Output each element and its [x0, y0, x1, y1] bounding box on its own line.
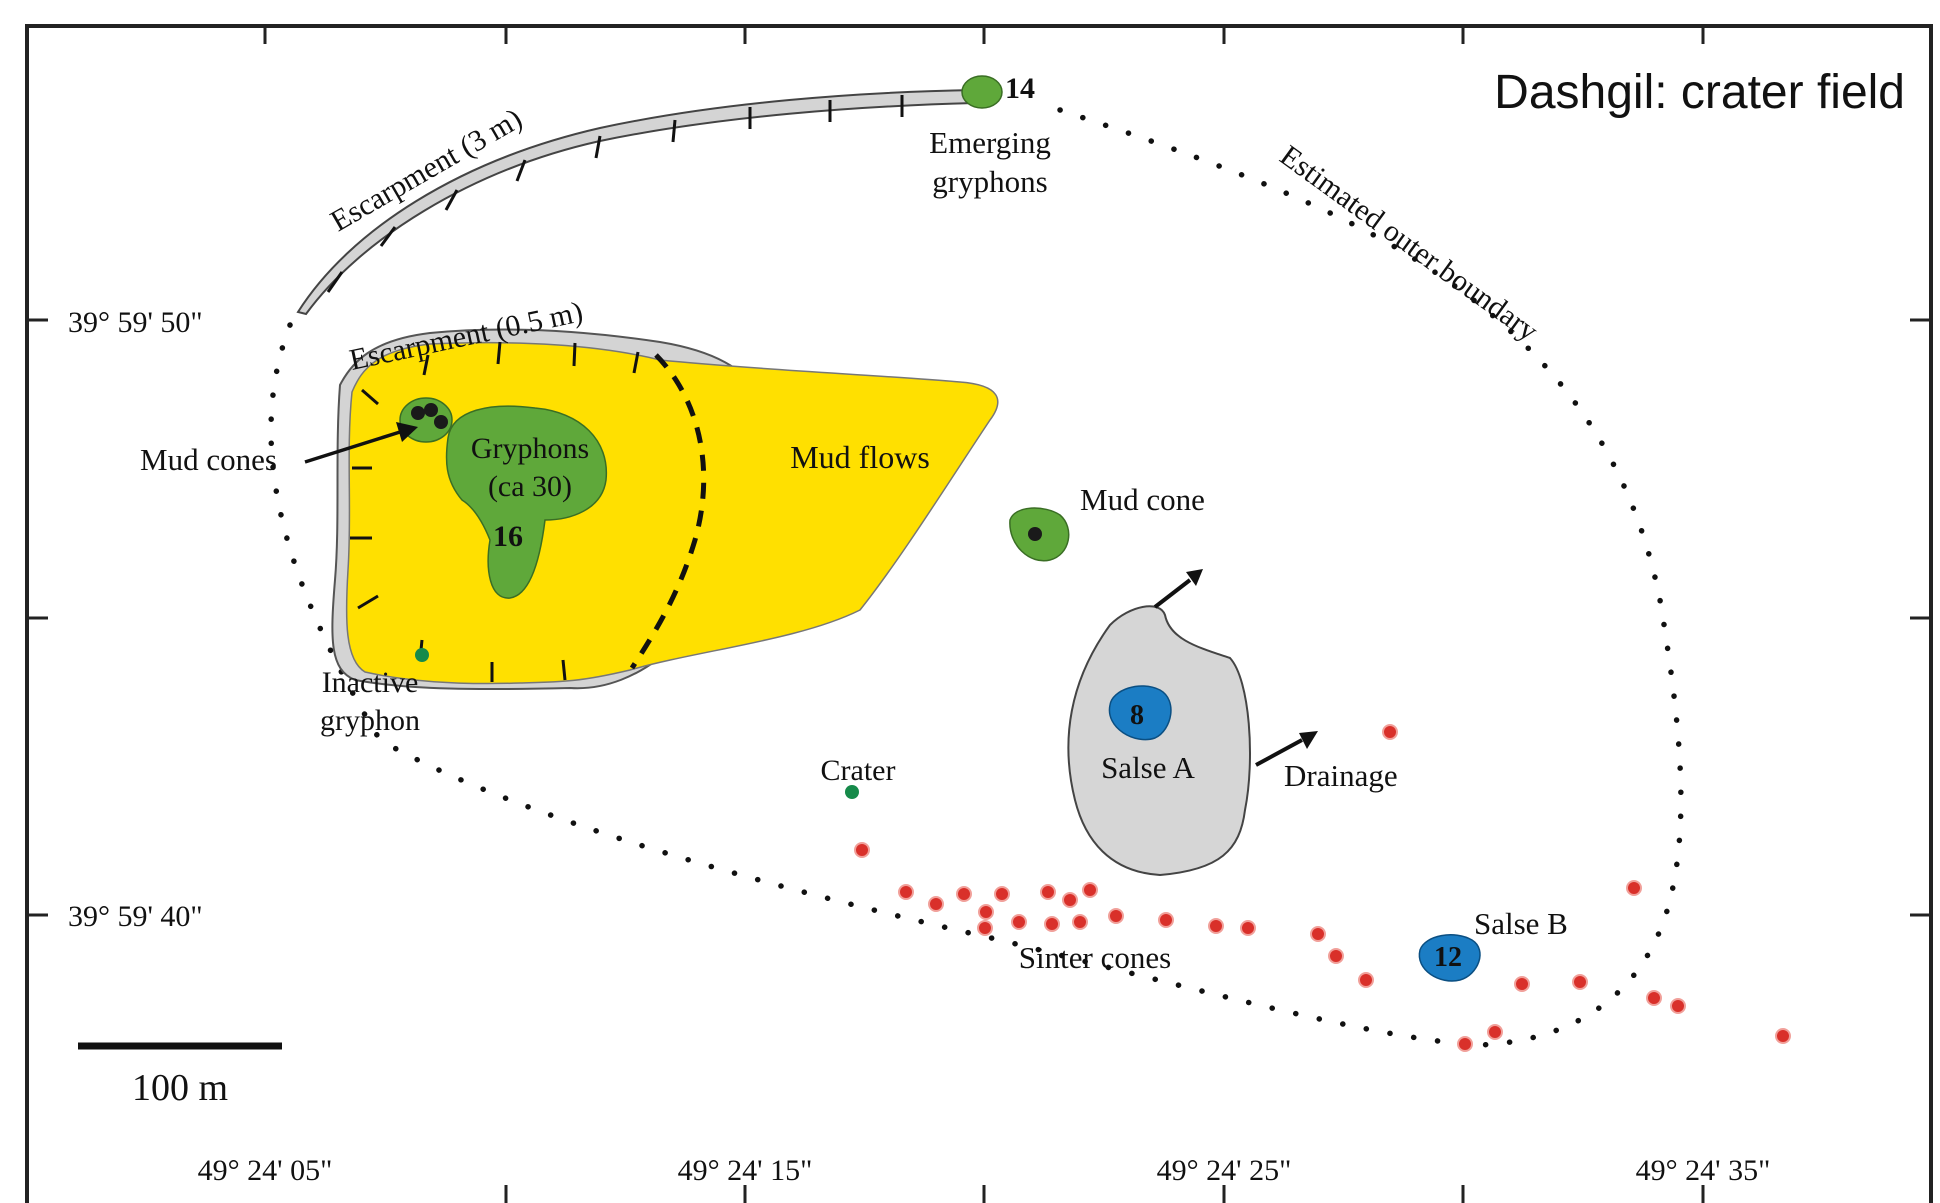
mud-flows-label: Mud flows — [790, 439, 930, 475]
sinter-cone — [1358, 972, 1374, 988]
gryphons-area — [445, 405, 608, 599]
sinter-cone — [1487, 1024, 1503, 1040]
mud-cone-label: Mud cone — [1080, 482, 1205, 517]
sinter-cone — [1072, 914, 1088, 930]
sinter-cone — [1670, 998, 1686, 1014]
sinter-cone — [994, 886, 1010, 902]
sinter-cone — [1082, 882, 1098, 898]
sinter-cone — [1044, 916, 1060, 932]
sinter-cone — [1310, 926, 1326, 942]
crater-label: Crater — [821, 754, 896, 787]
sinter-cone — [1240, 920, 1256, 936]
mud-cone-dot — [424, 403, 438, 417]
salse-b-label: Salse B — [1474, 906, 1568, 941]
emerging-gryphons-label-line1: Emerging — [929, 125, 1051, 160]
sinter-cone — [898, 884, 914, 900]
mud-cones-arrow — [304, 430, 401, 464]
sinter-cone — [1626, 880, 1642, 896]
lat-label-upper: 39° 59' 50" — [68, 306, 203, 339]
sinter-cone — [1382, 724, 1398, 740]
sinter-cone — [956, 886, 972, 902]
lon-label-4: 49° 24' 35" — [1636, 1154, 1771, 1187]
sinter-cone — [854, 842, 870, 858]
lon-label-2: 49° 24' 15" — [678, 1154, 813, 1187]
salse-a-water — [1108, 685, 1172, 741]
sinter-cone — [1108, 908, 1124, 924]
lon-label-3: 49° 24' 25" — [1157, 1154, 1292, 1187]
mud-cone-dot — [434, 415, 448, 429]
sinter-cone — [1514, 976, 1530, 992]
sinter-cones-label: Sinter cones — [1019, 940, 1171, 975]
emerging-gryphons-label-line2: gryphons — [932, 164, 1047, 199]
sinter-cone — [1040, 884, 1056, 900]
drainage-label: Drainage — [1284, 758, 1398, 793]
salse-b-water — [1418, 934, 1481, 982]
map-title: Dashgil: crater field — [1494, 66, 1905, 119]
sinter-cone — [1062, 892, 1078, 908]
emerging-gryphons-number: 14 — [1005, 72, 1035, 105]
scale-label: 100 m — [132, 1067, 228, 1109]
salse-b-number: 12 — [1434, 942, 1462, 973]
crater-dot — [845, 785, 859, 799]
mud-cones-label: Mud cones — [140, 442, 277, 477]
emerging-gryphons-blob — [961, 75, 1003, 109]
inactive-gryphon-label-line1: Inactive — [322, 666, 419, 699]
salse-a-label: Salse A — [1101, 750, 1195, 785]
inactive-gryphon-label-line2: gryphon — [320, 704, 420, 737]
sinter-cone — [1572, 974, 1588, 990]
gryphons-label-line2: (ca 30) — [488, 470, 572, 503]
sinter-cone — [1646, 990, 1662, 1006]
gryphons-label-line1: Gryphons — [471, 432, 589, 465]
sinter-cone — [977, 920, 993, 936]
mud-flows-dashed-line — [629, 353, 707, 670]
sinter-cone — [1775, 1028, 1791, 1044]
inactive-gryphon-dot — [415, 648, 429, 662]
sinter-cone — [928, 896, 944, 912]
drainage-arrows — [1153, 569, 1318, 767]
lat-label-lower: 39° 59' 40" — [68, 900, 203, 933]
salse-a-area — [1067, 605, 1251, 877]
sinter-cone — [1457, 1036, 1473, 1052]
mud-cone-center-dot — [1028, 527, 1042, 541]
frame-ticks — [27, 26, 1931, 1203]
escarpment-inner-ticks — [350, 341, 640, 682]
sinter-cone — [1328, 948, 1344, 964]
gryphons-number: 16 — [493, 520, 523, 553]
mud-cones-arrowhead — [396, 422, 418, 442]
sinter-cone — [978, 904, 994, 920]
outer-boundary-dotted — [268, 107, 1684, 1048]
sinter-cone — [1011, 914, 1027, 930]
sinter-cone — [1208, 918, 1224, 934]
mud-cone-dot — [411, 406, 425, 420]
sinter-cone — [1158, 912, 1174, 928]
escarpment-outer-ticks — [326, 95, 904, 293]
sinter-cones — [854, 724, 1791, 1052]
map-frame — [25, 24, 1933, 1203]
salse-a-number: 8 — [1130, 700, 1144, 731]
lon-label-1: 49° 24' 05" — [198, 1154, 333, 1187]
